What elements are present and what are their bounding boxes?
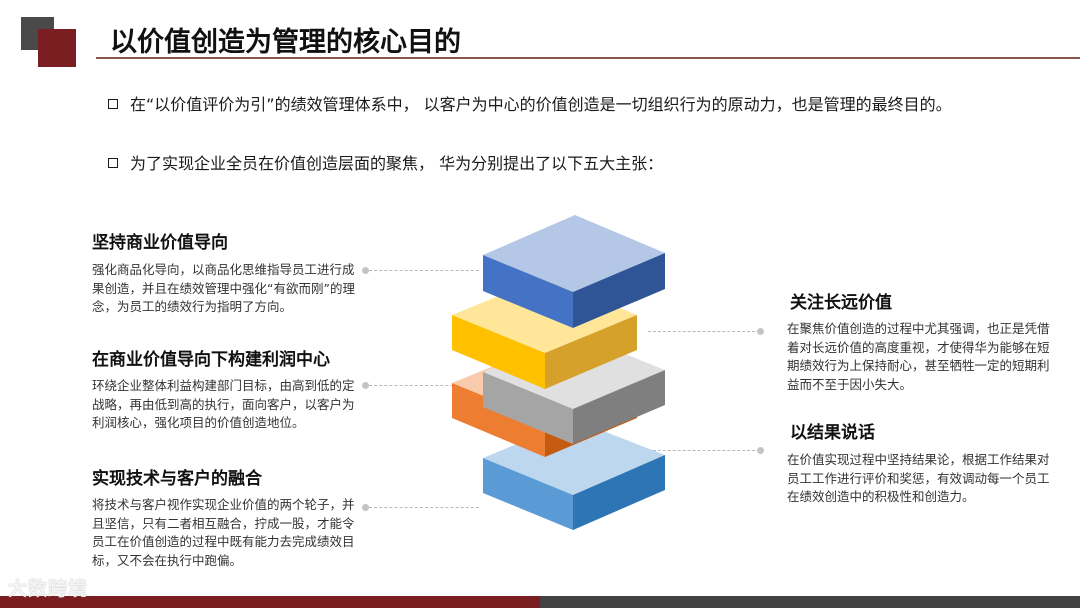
- connector-dot-right-1: [757, 328, 764, 335]
- bullet-text: 为了实现企业全员在价值创造层面的聚焦， 华为分别提出了以下五大主张：: [130, 154, 664, 173]
- right-item-1-title: 关注长远价值: [790, 293, 892, 313]
- left-item-2-body: 环绕企业整体利益构建部门目标，由高到低的定战略，再由低到高的执行，面向客户，以客…: [92, 378, 355, 430]
- connector-line-right-1: [648, 331, 760, 332]
- footer-bar-gray: [540, 596, 1080, 608]
- connector-line-left-3: [369, 507, 479, 508]
- connector-line-left-2: [369, 385, 479, 386]
- watermark-text: 大数跨境: [8, 578, 89, 600]
- title-underline: [96, 57, 1080, 59]
- connector-line-right-2: [648, 450, 760, 451]
- left-item-1-body: 强化商品化导向，以商品化思维指导员工进行成果创造，并且在绩效管理中强化“有欲而刚…: [92, 262, 355, 314]
- right-item-2-body: 在价值实现过程中坚持结果论，根据工作结果对员工工作进行评价和奖惩，有效调动每一个…: [787, 452, 1050, 504]
- left-item-2-title: 在商业价值导向下构建利润中心: [92, 350, 330, 370]
- footer-bar-red: [0, 596, 540, 608]
- connector-line-left-1: [369, 270, 479, 271]
- left-item-3-body: 将技术与客户视作实现企业价值的两个轮子，并且坚信，只有二者相互融合，拧成一股，才…: [92, 497, 355, 568]
- connector-dot-right-2: [757, 447, 764, 454]
- connector-dot-left-3: [362, 504, 369, 511]
- bullet-1: 在“以价值评价为引”的绩效管理体系中， 以客户为中心的价值创造是一切组织行为的原…: [108, 91, 1000, 118]
- stacked-blocks-diagram: [452, 215, 665, 530]
- slide-title: 以价值创造为管理的核心目的: [110, 27, 461, 58]
- left-item-1-title: 坚持商业价值导向: [92, 233, 228, 253]
- left-item-3-title: 实现技术与客户的融合: [92, 469, 262, 489]
- right-item-1-body: 在聚焦价值创造的过程中尤其强调，也正是凭借着对长远价值的高度重视，才使得华为能够…: [787, 321, 1050, 392]
- bullet-2: 为了实现企业全员在价值创造层面的聚焦， 华为分别提出了以下五大主张：: [108, 150, 1000, 177]
- block-blue: [483, 215, 665, 328]
- connector-dot-left-1: [362, 267, 369, 274]
- logo-red-square: [38, 29, 76, 67]
- connector-dot-left-2: [362, 382, 369, 389]
- block-light-blue: [483, 420, 665, 530]
- bullet-text: 在“以价值评价为引”的绩效管理体系中， 以客户为中心的价值创造是一切组织行为的原…: [130, 95, 952, 114]
- square-bullet-icon: [108, 158, 118, 168]
- square-bullet-icon: [108, 99, 118, 109]
- right-item-2-title: 以结果说话: [790, 423, 875, 443]
